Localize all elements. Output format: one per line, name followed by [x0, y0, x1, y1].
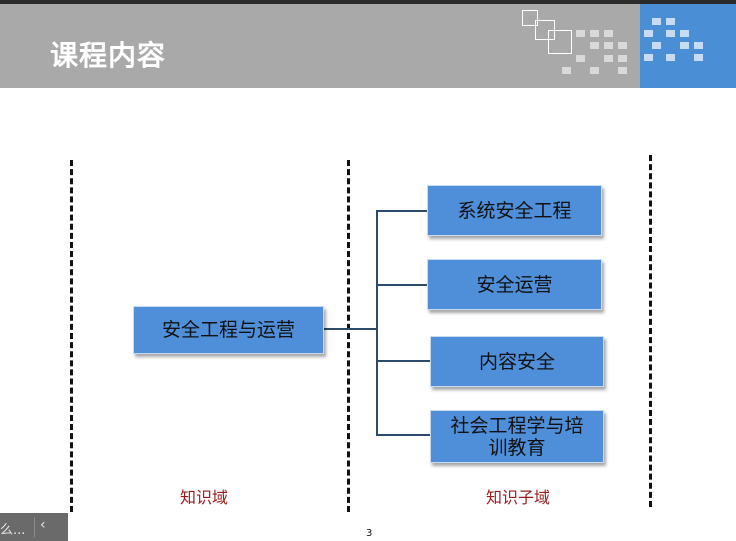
connector-vertical: [376, 210, 378, 436]
deco-square: [618, 67, 627, 74]
deco-outline-square: [522, 10, 538, 26]
connector-branch-2: [376, 284, 428, 286]
connector-root: [324, 328, 378, 330]
deco-square: [694, 42, 703, 49]
slide-title: 课程内容: [50, 39, 167, 72]
deco-square: [618, 42, 627, 49]
deco-square: [644, 54, 653, 61]
connector-branch-4: [376, 434, 431, 436]
header-blue-block: [640, 4, 736, 88]
connector-branch-1: [376, 210, 428, 212]
deco-square: [694, 54, 703, 61]
window-top-strip: [0, 0, 736, 4]
deco-square: [590, 42, 599, 49]
deco-square: [604, 42, 613, 49]
deco-square: [590, 30, 599, 37]
deco-square: [644, 30, 653, 37]
deco-square: [590, 67, 599, 74]
nav-text[interactable]: 么...: [0, 523, 26, 538]
root-node: 安全工程与运营: [133, 306, 324, 354]
deco-square: [652, 42, 661, 49]
deco-square: [604, 55, 613, 62]
child-node-4: 社会工程学与培训教育: [430, 410, 604, 463]
chevron-left-icon[interactable]: ‹: [40, 517, 46, 533]
deco-square: [666, 54, 675, 61]
deco-square: [666, 30, 675, 37]
deco-square: [666, 18, 675, 25]
slide-nav-bar: 么... ‹: [0, 513, 68, 541]
column-divider-middle: [347, 160, 350, 512]
nav-separator: [34, 517, 35, 537]
deco-square: [576, 30, 585, 37]
child-node-3: 内容安全: [430, 336, 604, 387]
child-node-2: 安全运营: [427, 259, 602, 310]
column-divider-right: [649, 155, 652, 507]
column-label-domain: 知识域: [180, 488, 229, 507]
deco-square: [680, 30, 689, 37]
page-number: 3: [366, 528, 373, 539]
deco-square: [576, 55, 585, 62]
deco-square: [618, 55, 627, 62]
connector-branch-3: [376, 360, 431, 362]
slide-header: 课程内容: [0, 4, 736, 88]
deco-square: [562, 67, 571, 74]
column-label-subdomain: 知识子域: [486, 488, 551, 507]
deco-square: [652, 18, 661, 25]
child-node-1: 系统安全工程: [427, 185, 602, 236]
column-divider-left: [70, 160, 73, 512]
deco-outline-square: [548, 30, 572, 54]
deco-square: [680, 42, 689, 49]
deco-square: [604, 30, 613, 37]
